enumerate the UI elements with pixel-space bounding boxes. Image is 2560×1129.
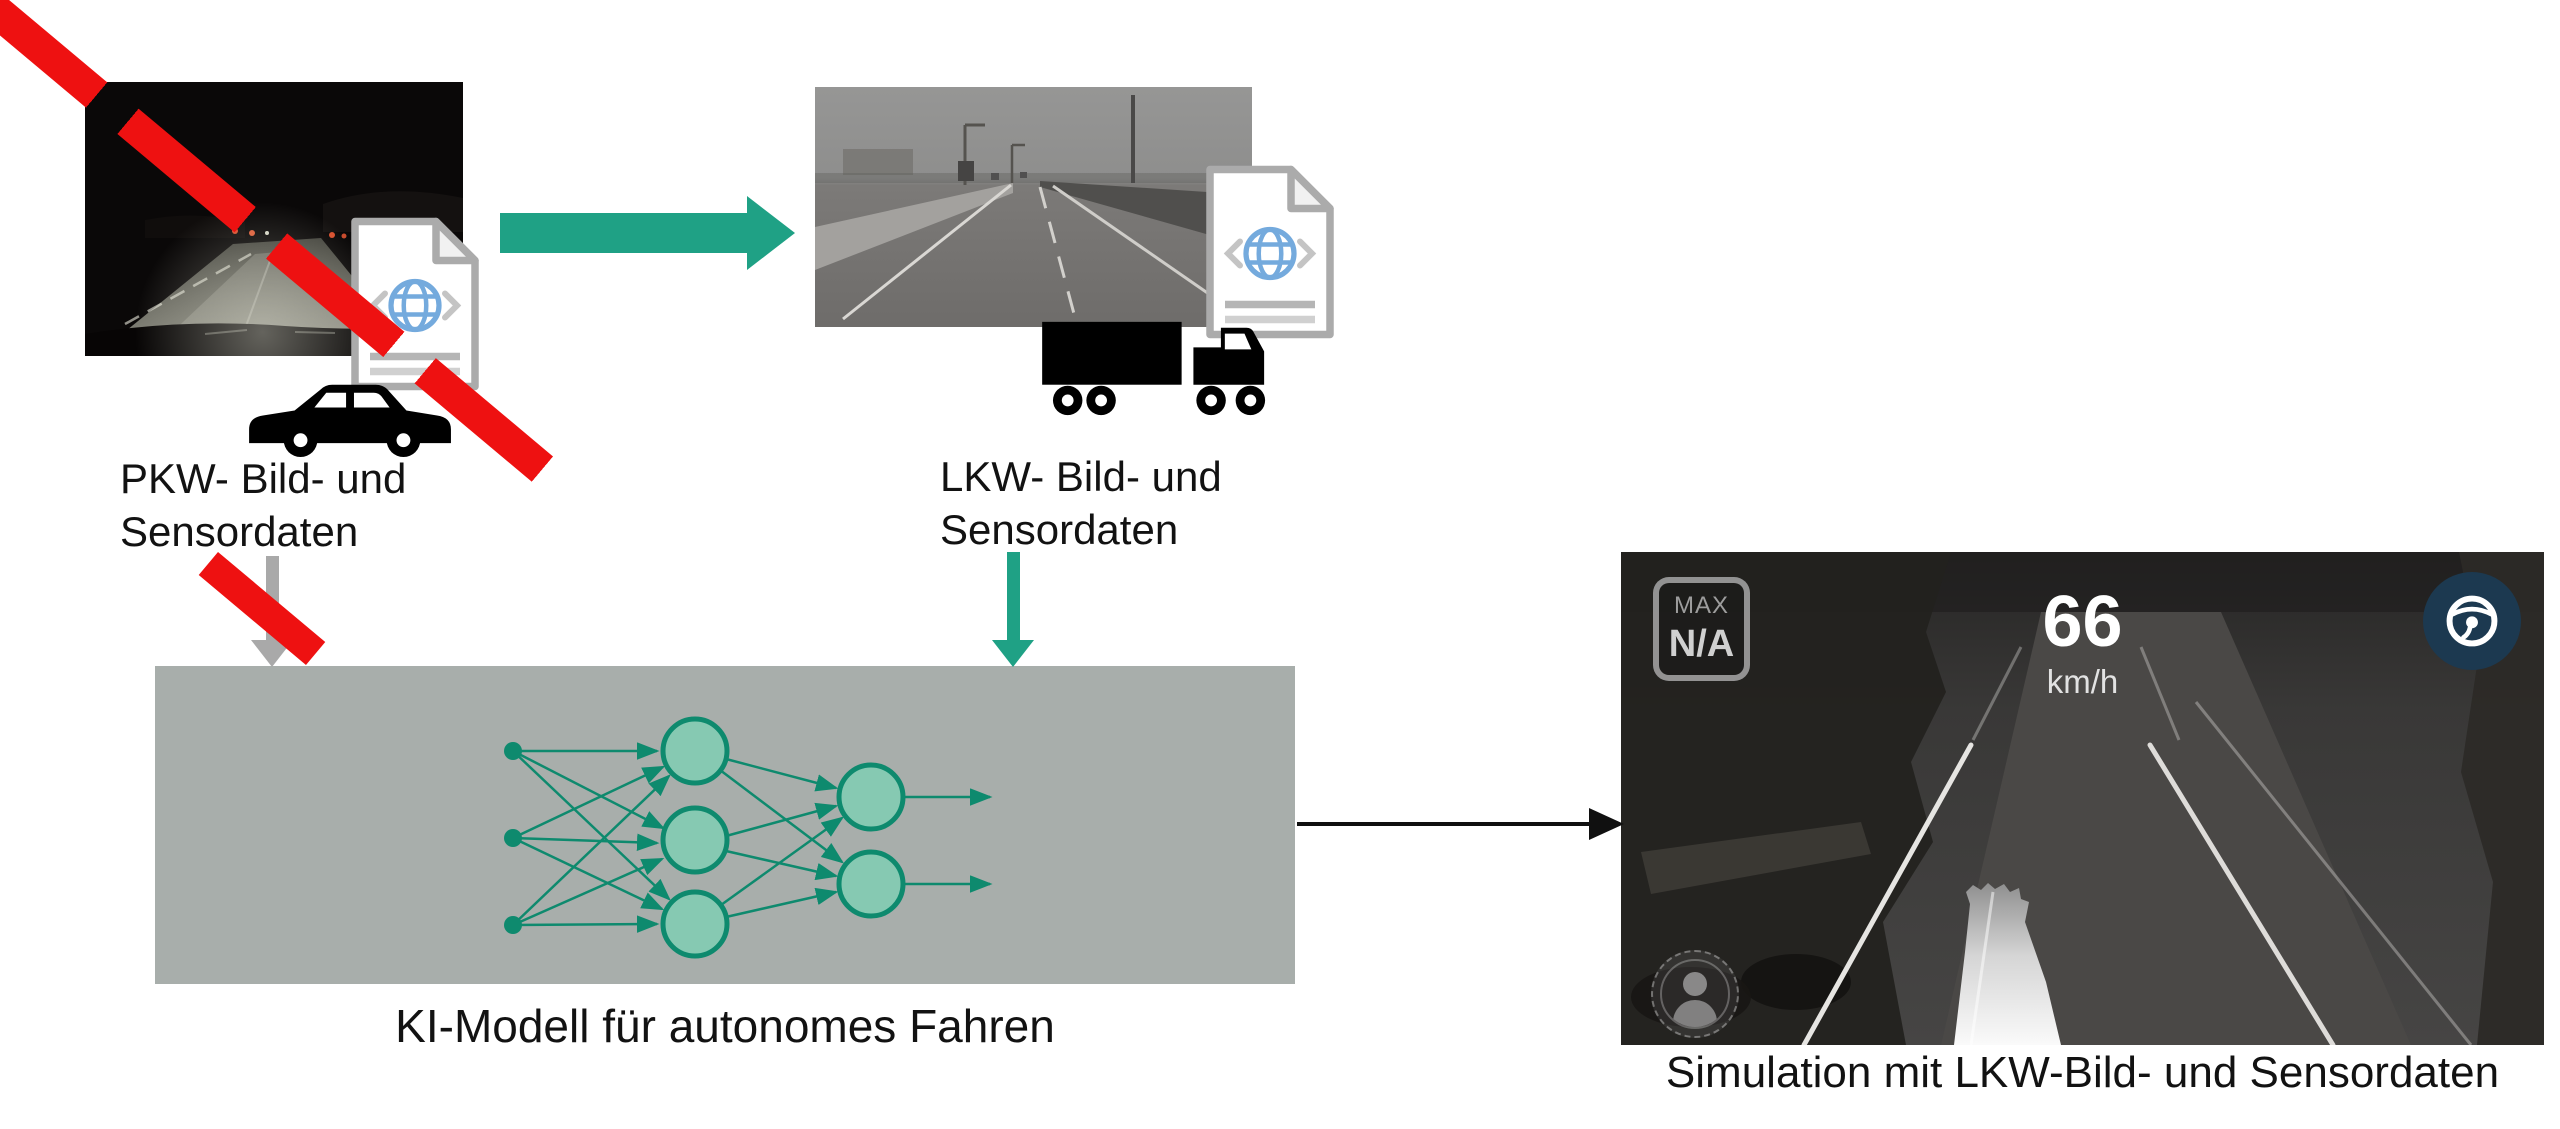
simulation-scene-graphic xyxy=(1621,552,2544,1045)
transfer-arrow-shaft xyxy=(500,213,747,253)
truck-icon xyxy=(1038,314,1284,424)
chevron-left-icon xyxy=(1223,238,1243,269)
driver-monitor-ring xyxy=(1660,959,1730,1029)
lkw-label: LKW- Bild- und Sensordaten xyxy=(940,450,1222,556)
speed-value: 66 xyxy=(2042,582,2123,662)
car-icon xyxy=(240,366,464,460)
lane-line-right xyxy=(2147,742,2336,1045)
lkw-data-file-icon xyxy=(1195,158,1345,346)
simulation-caption: Simulation mit LKW-Bild- und Sensordaten xyxy=(1665,1048,2500,1097)
steering-wheel-icon xyxy=(2446,595,2498,647)
simulation-view: MAX N/A 66 km/h xyxy=(1621,552,2544,1045)
pkw-label-line2: Sensordaten xyxy=(120,508,359,555)
lane-line-left xyxy=(1801,742,1974,1045)
lkw-label-line2: Sensordaten xyxy=(940,506,1179,553)
max-speed-badge-value: N/A xyxy=(1668,623,1735,665)
driver-monitor-icon xyxy=(1651,950,1739,1038)
driver-body-shape xyxy=(1673,1000,1717,1027)
max-speed-badge: MAX N/A xyxy=(1653,577,1750,681)
lkw-input-arrow-head xyxy=(992,640,1034,667)
steering-wheel-badge xyxy=(2423,572,2521,670)
model-output-arrow-shaft xyxy=(1297,822,1591,826)
data-file-icon xyxy=(1206,165,1334,339)
max-speed-badge-label: MAX xyxy=(1673,592,1729,619)
model-output-arrow-head xyxy=(1589,808,1624,840)
speed-unit: km/h xyxy=(2046,663,2119,700)
lkw-input-arrow-shaft xyxy=(1007,552,1020,640)
highway-scene-graphic xyxy=(815,95,1252,326)
planned-path-overlay xyxy=(1954,883,2061,1045)
pkw-label-line1: PKW- Bild- und xyxy=(120,455,407,502)
ki-model-label: KI-Modell für autonomes Fahren xyxy=(395,1000,1055,1052)
lkw-label-line1: LKW- Bild- und xyxy=(940,453,1222,500)
chevron-right-icon xyxy=(1297,238,1317,269)
neural-network-icon xyxy=(504,716,993,959)
transfer-arrow-head xyxy=(747,196,795,270)
speed-readout: 66 km/h xyxy=(1621,586,2544,701)
lkw-highway-photo xyxy=(815,87,1252,327)
chevron-right-icon xyxy=(442,290,462,321)
driver-head-shape xyxy=(1683,972,1707,996)
pkw-label: PKW- Bild- und Sensordaten xyxy=(120,452,406,558)
